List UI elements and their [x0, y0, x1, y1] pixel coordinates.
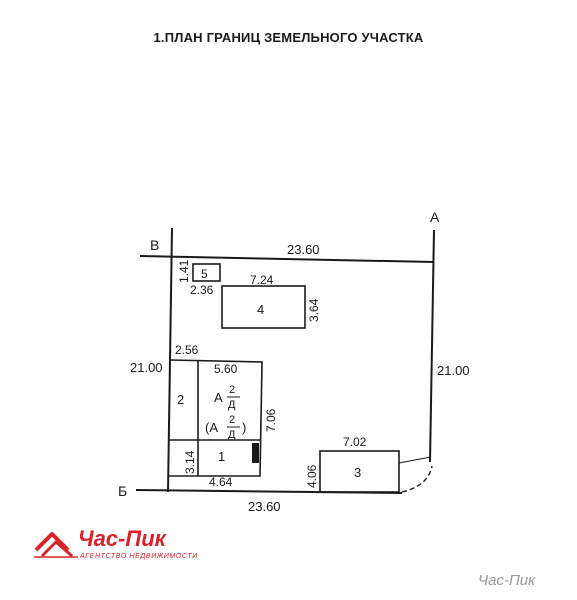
building-3	[319, 450, 400, 493]
logo-subtitle: АГЕНТСТВО НЕДВИЖИМОСТИ	[80, 553, 198, 560]
dim-b3-width: 7.02	[343, 435, 367, 449]
dim-left: 21.00	[130, 360, 163, 375]
boundary-right	[429, 229, 435, 463]
building-4	[221, 285, 306, 329]
gate-arc	[401, 465, 433, 493]
building-marker	[252, 443, 259, 463]
dim-b5-width: 2.36	[190, 283, 214, 297]
corner-a-label: А	[430, 209, 440, 225]
logo-name: Час-Пик	[78, 526, 166, 551]
corner-v-label: В	[150, 237, 159, 253]
building-3-label: 3	[354, 465, 361, 480]
main-paren-denominator: Д	[228, 429, 236, 441]
dim-b1-height: 3.14	[183, 450, 197, 474]
plan-title: 1.ПЛАН ГРАНИЦ ЗЕМЕЛЬНОГО УЧАСТКА	[153, 30, 424, 45]
agency-logo: Час-Пик АГЕНТСТВО НЕДВИЖИМОСТИ	[34, 524, 224, 564]
building-main	[169, 359, 263, 477]
main-denominator: Д	[228, 399, 236, 411]
dim-top: 23.60	[287, 242, 320, 257]
watermark: Час-Пик	[478, 572, 536, 589]
dim-b2-width: 2.56	[175, 343, 199, 357]
gate-line	[398, 456, 432, 464]
dim-b3-height: 4.06	[305, 464, 319, 488]
building-5	[192, 263, 221, 282]
building-1-label: 1	[218, 449, 225, 464]
dim-b4-height: 3.64	[307, 298, 321, 322]
corner-b-label: Б	[118, 483, 127, 499]
dim-main-height: 7.06	[264, 408, 278, 432]
main-numerator: 2	[229, 384, 235, 396]
main-paren-open: (А	[205, 420, 218, 435]
house-roof-icon	[34, 532, 78, 558]
boundary-top	[139, 255, 435, 263]
dim-main-width: 5.60	[214, 362, 238, 376]
dim-b4-width: 7.24	[250, 273, 274, 287]
main-paren-close: )	[242, 420, 246, 435]
building-2-label: 2	[177, 392, 184, 407]
main-paren-numerator: 2	[229, 414, 235, 426]
building-5-label: 5	[201, 267, 208, 281]
building-4-label: 4	[257, 302, 264, 317]
dim-b5-height: 1.41	[177, 259, 191, 283]
main-letter: А	[214, 390, 223, 405]
dim-b1-width: 4.64	[209, 475, 233, 489]
dim-bottom: 23.60	[248, 499, 281, 514]
dim-right: 21.00	[437, 363, 470, 378]
